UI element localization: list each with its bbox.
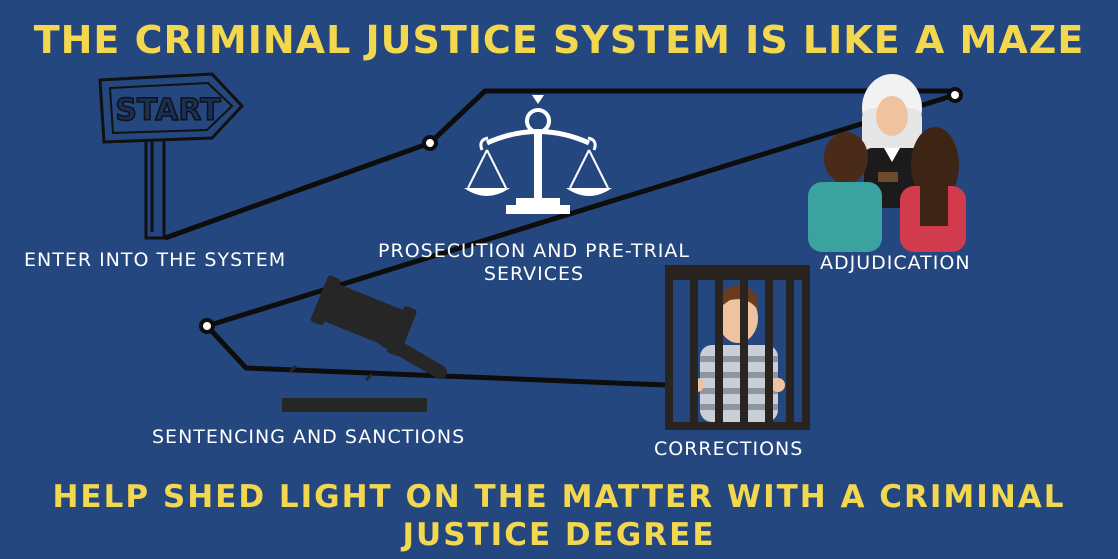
path-node xyxy=(422,135,438,151)
footer-cta: HELP SHED LIGHT ON THE MATTER WITH A CRI… xyxy=(52,479,1066,553)
gavel-icon xyxy=(282,275,447,412)
stage-label-enter: ENTER INTO THE SYSTEM xyxy=(24,249,287,271)
start-sign-icon: START xyxy=(98,72,245,240)
path-node xyxy=(947,87,963,103)
stage-label-sentencing: SENTENCING AND SANCTIONS xyxy=(152,426,466,448)
prisoner-behind-bars-icon xyxy=(665,265,810,430)
start-sign-text: START xyxy=(115,93,221,128)
stage-label-prosecution-line1: PROSECUTION AND PRE-TRIAL xyxy=(378,240,690,262)
maze-path xyxy=(164,88,956,388)
stage-label-adjudication: ADJUDICATION xyxy=(820,252,971,274)
path-node xyxy=(199,318,215,334)
stage-label-corrections: CORRECTIONS xyxy=(654,438,804,460)
defendant-icons xyxy=(808,127,966,252)
path-nodes xyxy=(199,87,963,334)
stage-label-prosecution: PROSECUTION AND PRE-TRIAL SERVICES xyxy=(364,240,704,286)
stage-label-prosecution-line2: SERVICES xyxy=(483,263,585,285)
scales-of-justice-icon xyxy=(464,95,612,214)
page-title: THE CRIMINAL JUSTICE SYSTEM IS LIKE A MA… xyxy=(33,18,1085,62)
